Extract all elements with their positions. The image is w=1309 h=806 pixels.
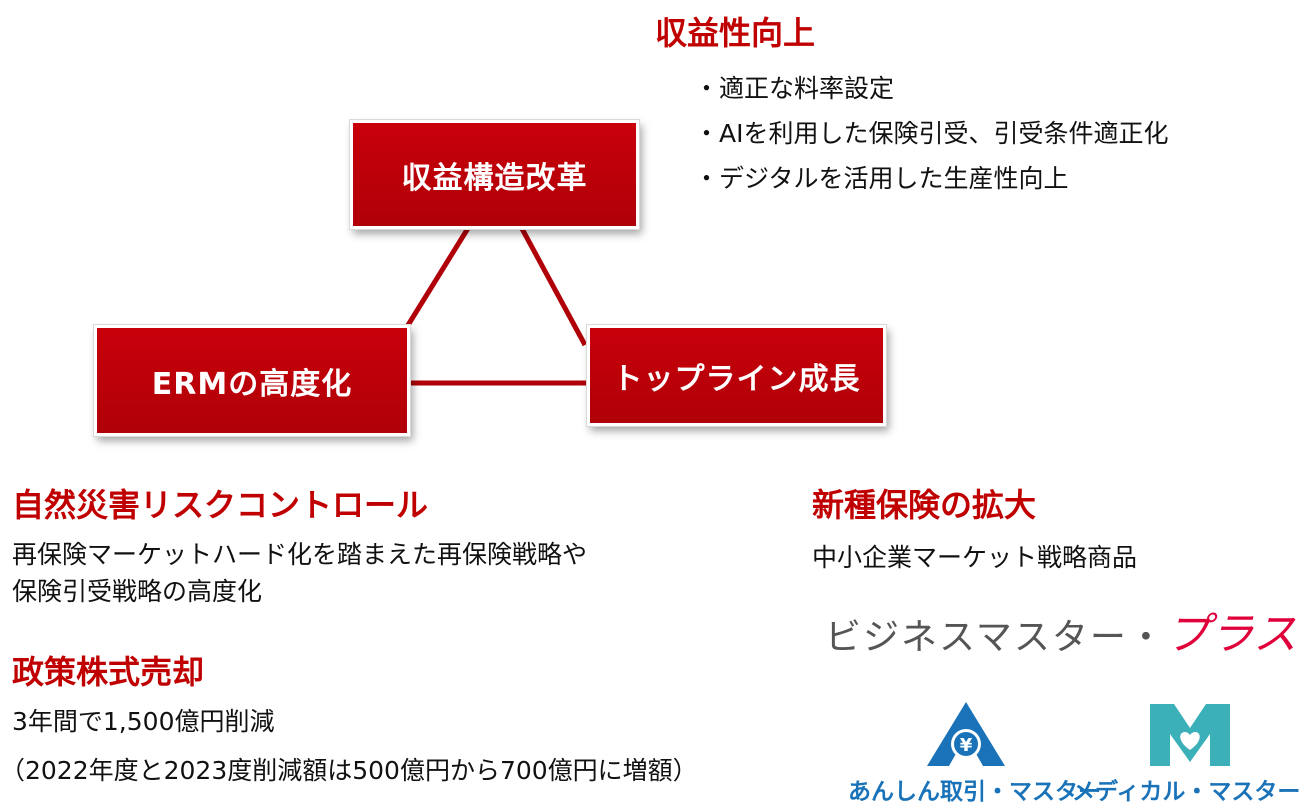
disaster-title: 自然災害リスクコントロール: [12, 486, 429, 524]
equity-line-1: 3年間で1,500億円削減: [12, 707, 275, 736]
anshin-torihiki-caption: あんしん取引・マスター: [848, 779, 1101, 805]
equity-title: 政策株式売却: [12, 653, 205, 691]
box-revenue-structure-reform: 収益構造改革: [349, 119, 640, 230]
box-topline-growth: トップライン成長: [586, 324, 887, 427]
medical-master-caption: メディカル・マスター: [1072, 779, 1301, 805]
yen-symbol: ¥: [960, 735, 973, 756]
list-item: デジタルを活用した生産性向上: [694, 156, 1169, 201]
list-item: AIを利用した保険引受、引受条件適正化: [694, 111, 1168, 156]
profitability-list: 適正な料率設定 AIを利用した保険引受、引受条件適正化 デジタルを活用した生産性…: [694, 66, 1169, 201]
list-item: 適正な料率設定: [694, 66, 1169, 111]
logo-plus-text: プラス: [1165, 609, 1298, 660]
business-master-plus-logo: ビジネスマスター・プラス: [825, 598, 1297, 662]
disaster-line-1: 再保険マーケットハード化を踏まえた再保険戦略や: [12, 540, 588, 569]
medical-master-logo-icon: [1150, 704, 1230, 766]
new-insurance-subtitle: 中小企業マーケット戦略商品: [812, 543, 1138, 572]
equity-line-2: （2022年度と2023度削減額は500億円から700億円に増額）: [0, 756, 698, 785]
profitability-title: 収益性向上: [655, 14, 816, 52]
box-erm-enhancement: ERMの高度化: [93, 324, 411, 437]
box-revenue-structure-reform-label: 収益構造改革: [401, 160, 588, 196]
box-erm-enhancement-label: ERMの高度化: [151, 366, 353, 402]
disaster-line-2: 保険引受戦略の高度化: [12, 577, 263, 606]
anshin-torihiki-logo-icon: ¥: [927, 702, 1005, 766]
logo-main-text: ビジネスマスター・: [825, 617, 1166, 658]
new-insurance-title: 新種保険の拡大: [812, 486, 1037, 524]
box-topline-growth-label: トップライン成長: [612, 361, 861, 397]
